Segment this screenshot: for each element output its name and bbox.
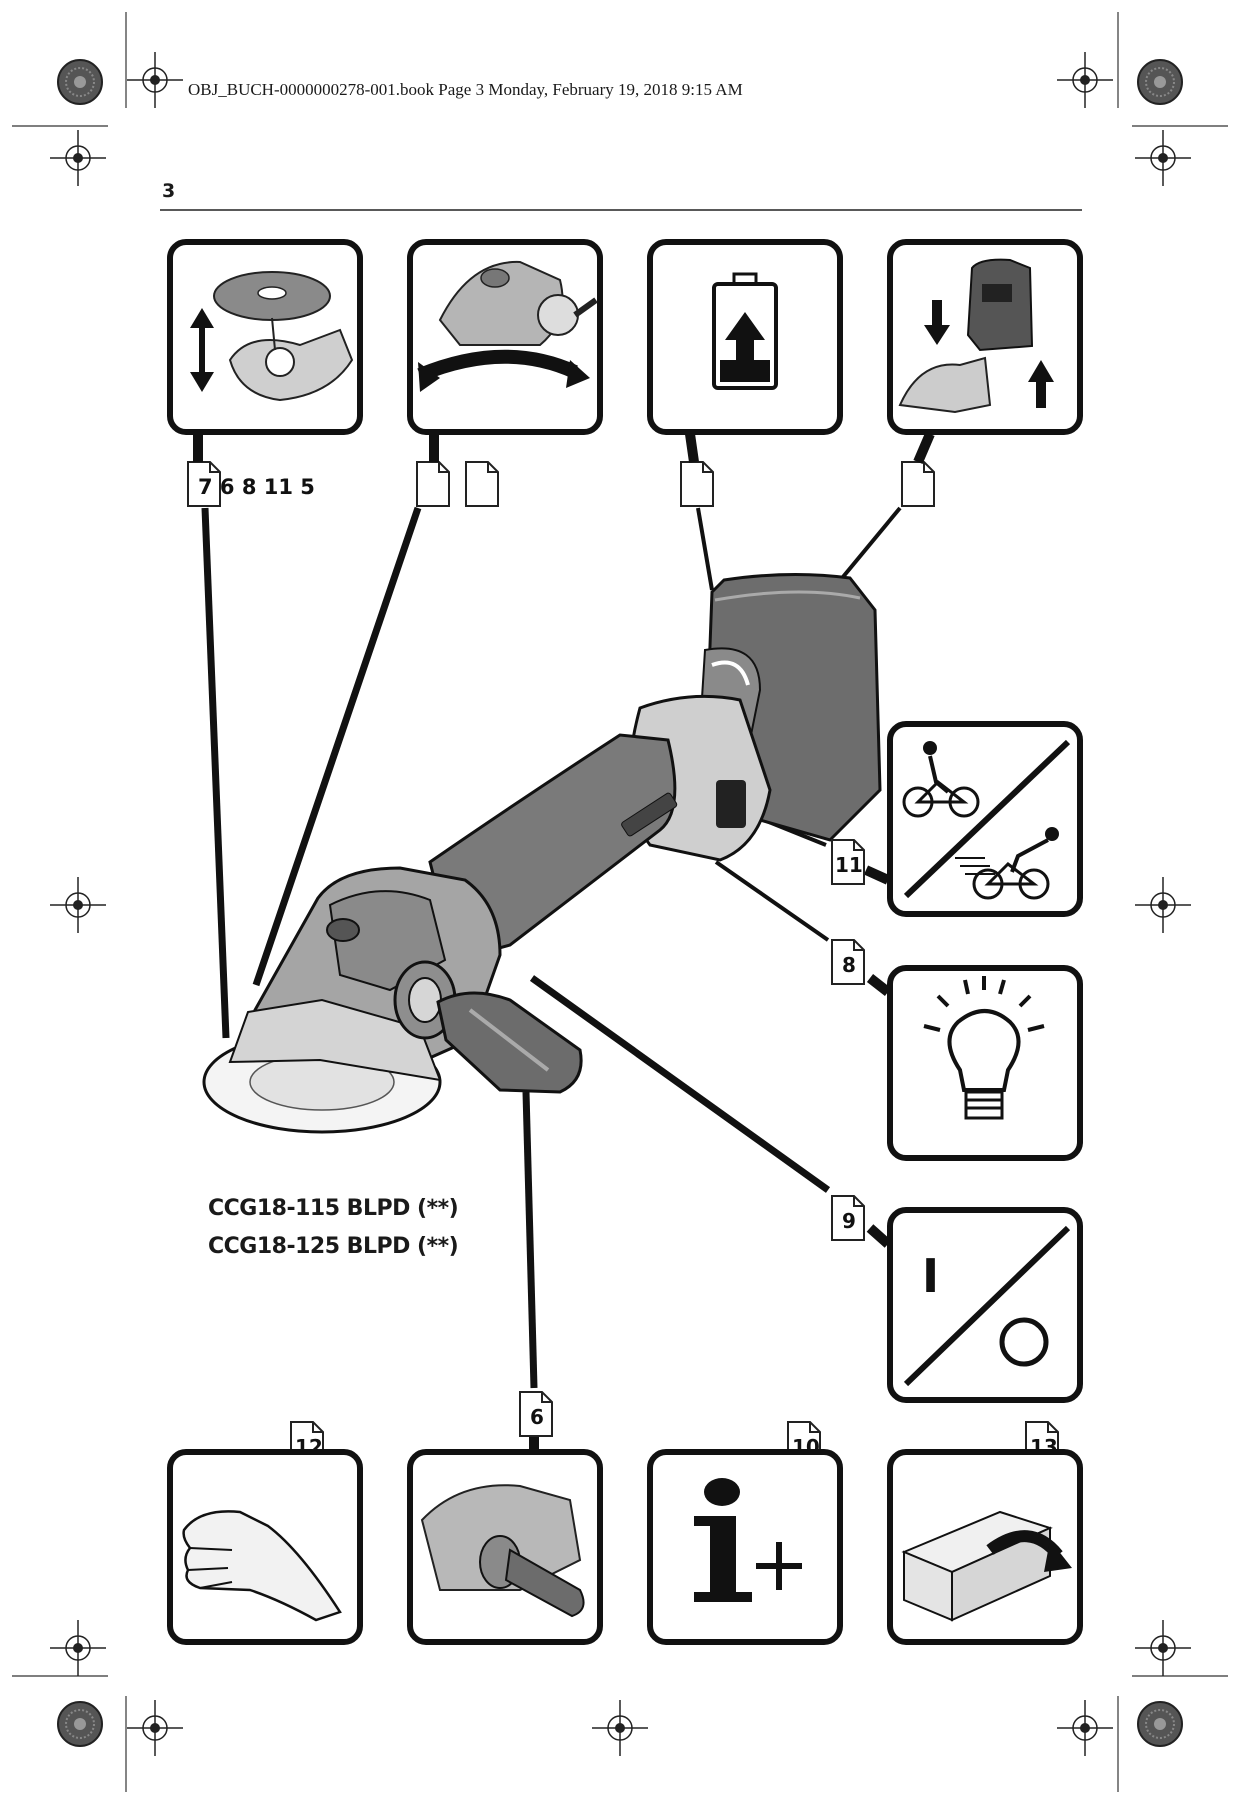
panel-guard-adjust	[407, 239, 603, 435]
up-down-arrow-icon	[190, 308, 214, 392]
box-open-icon	[901, 1510, 1072, 1622]
crop-marks	[12, 12, 1228, 1792]
reference-handle: 6	[530, 1405, 544, 1429]
panel-battery-charge	[647, 239, 843, 435]
panel-hand-vibration	[167, 1449, 363, 1645]
light-bulb-icon	[923, 976, 1045, 1120]
on-symbol-icon: I	[922, 1249, 939, 1303]
page-number: 3	[162, 180, 176, 202]
bicycle-slow-icon	[902, 741, 980, 818]
angle-grinder-illustration	[202, 572, 882, 1134]
panel-speed-selection	[887, 721, 1083, 917]
reference-switch: 9	[842, 1209, 856, 1233]
panel-packaging	[887, 1449, 1083, 1645]
reference-speed-dial: 11	[835, 853, 863, 877]
off-symbol-icon	[999, 1317, 1049, 1367]
rotate-arrow-icon	[417, 349, 590, 392]
panel-information	[647, 1449, 843, 1645]
panel-led-light	[887, 965, 1083, 1161]
model-name-115: CCG18-115 BLPD (**)	[208, 1196, 459, 1221]
battery-charge-icon	[712, 272, 778, 390]
info-plus-icon	[694, 1478, 802, 1602]
arrow-down-icon	[924, 300, 950, 345]
panel-wheel-mount	[167, 239, 363, 435]
hand-icon	[182, 1510, 342, 1622]
book-header: OBJ_BUCH-0000000278-001.book Page 3 Mond…	[188, 80, 743, 99]
panel-on-off-switch: I	[887, 1207, 1083, 1403]
reference-wheel-mount: 7 6 8 11 5	[198, 475, 315, 499]
arrow-up-icon	[1028, 360, 1054, 408]
bicycle-fast-icon	[955, 827, 1059, 900]
panel-battery-insert	[887, 239, 1083, 435]
panel-side-handle	[407, 1449, 603, 1645]
model-name-125: CCG18-125 BLPD (**)	[208, 1234, 459, 1259]
reference-led-light: 8	[842, 953, 856, 977]
